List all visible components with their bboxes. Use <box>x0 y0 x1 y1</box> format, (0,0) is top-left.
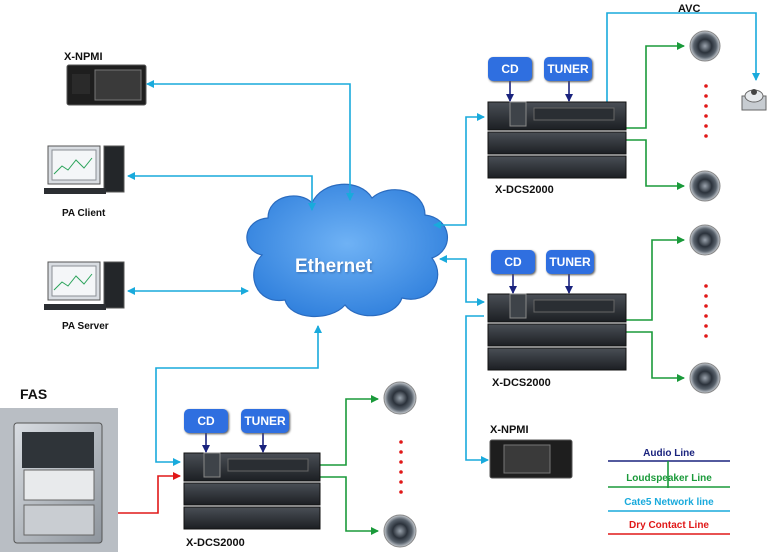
npmi-right-label: X-NPMI <box>490 424 529 436</box>
speaker-icon <box>383 514 417 548</box>
avc-sensor <box>741 89 767 111</box>
pa-server-label: PA Server <box>62 321 109 332</box>
legend-audio-line: Audio Line <box>643 448 695 459</box>
npmi-top-device <box>66 64 147 106</box>
speaker-icon <box>689 362 721 394</box>
cd-source-mid: CD <box>491 250 535 274</box>
tuner-source-mid: TUNER <box>546 250 594 274</box>
speaker-ellipsis <box>399 84 708 494</box>
speaker-icon <box>689 224 721 256</box>
dcs-top-rack <box>487 101 627 179</box>
pa-client-computer <box>44 145 125 194</box>
dry-contact-line <box>104 472 181 514</box>
avc-label: AVC <box>678 3 701 15</box>
dcs-bottom-label: X-DCS2000 <box>186 537 245 549</box>
audio-lines <box>202 80 573 453</box>
pa-client-label: PA Client <box>62 208 106 219</box>
cd-source-top: CD <box>488 57 532 81</box>
speaker-icon <box>689 30 721 62</box>
legend-network-line: Cate5 Network line <box>624 497 714 508</box>
tuner-source-bottom: TUNER <box>241 409 289 433</box>
cd-source-bottom: CD <box>184 409 228 433</box>
dcs-mid-label: X-DCS2000 <box>492 377 551 389</box>
npmi-top-label: X-NPMI <box>64 51 103 63</box>
dcs-top-label: X-DCS2000 <box>495 184 554 196</box>
speaker-icon <box>383 381 417 415</box>
speaker-lines <box>320 42 685 535</box>
legend-lines <box>608 460 730 535</box>
speakers <box>383 30 721 548</box>
fas-panel <box>0 408 118 552</box>
tuner-source-top: TUNER <box>544 57 592 81</box>
ethernet-label: Ethernet <box>295 256 373 277</box>
npmi-right-device <box>489 439 573 479</box>
speaker-icon <box>689 170 721 202</box>
ethernet-cloud <box>246 183 448 317</box>
legend-loudspeaker-line: Loudspeaker Line <box>626 473 712 484</box>
dcs-mid-rack <box>487 293 627 371</box>
legend-dry-contact-line: Dry Contact Line <box>628 520 709 531</box>
pa-server-computer <box>44 261 125 310</box>
dcs-bottom-rack <box>183 452 321 530</box>
fas-label: FAS <box>20 386 48 402</box>
